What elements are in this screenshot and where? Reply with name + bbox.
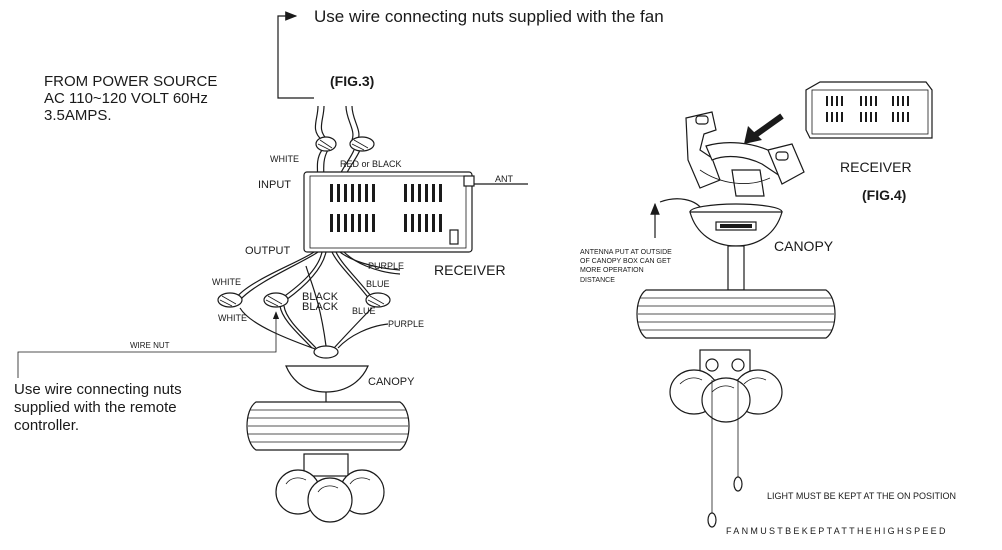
fig4-label-receiver: RECEIVER: [840, 159, 912, 175]
label-white-in: WHITE: [270, 154, 299, 164]
label-ant: ANT: [495, 174, 514, 184]
canopy-fig3: [285, 345, 369, 402]
vent-slots: [330, 184, 442, 232]
label-output: OUTPUT: [245, 245, 291, 257]
label-blue2: BLUE: [352, 306, 376, 316]
label-input: INPUT: [258, 179, 291, 191]
wire-nut-icon: [263, 292, 289, 308]
antenna-note-line3: MORE OPERATION: [580, 267, 644, 274]
label-black2: BLACK: [302, 301, 339, 313]
power-source-line2: AC 110~120 VOLT 60Hz: [44, 90, 208, 107]
fig4-title: (FIG.4): [862, 187, 906, 203]
light-kit-fig3: [275, 469, 385, 523]
label-blue1: BLUE: [366, 279, 390, 289]
fig3-title: (FIG.3): [330, 73, 374, 89]
label-canopy: CANOPY: [368, 376, 415, 388]
remote-note-line2: supplied with the remote: [14, 399, 177, 416]
receiver-unit-fig4: [805, 81, 933, 139]
power-source-line1: FROM POWER SOURCE: [44, 73, 217, 90]
label-wire-nut: WIRE NUT: [130, 341, 170, 350]
antenna-note-line1: ANTENNA PUT AT OUTSIDE: [580, 249, 672, 256]
label-white-out2: WHITE: [218, 313, 247, 323]
receiver-unit: [303, 171, 528, 253]
canopy-fig4: [689, 203, 783, 291]
remote-note-line3: controller.: [14, 417, 79, 434]
antenna-note-line4: DISTANCE: [580, 277, 615, 284]
wire-nut-icon: [315, 136, 337, 152]
label-white-out1: WHITE: [212, 277, 241, 287]
arrow-icon: [744, 113, 784, 144]
pull-chain-fan: [707, 380, 717, 528]
wire-nut-icon: [217, 292, 243, 308]
label-purple1: PURPLE: [368, 261, 404, 271]
label-black1: BLACK: [302, 291, 339, 303]
top-note-leader: [277, 11, 314, 99]
fan-note: FANMUSTBEKEPTATTHEHIGHSPEED: [726, 526, 948, 536]
fan-motor-fig3: [246, 401, 410, 477]
label-red-black: RED or BLACK: [340, 159, 402, 169]
pull-chain-light: [733, 380, 743, 492]
fig4-label-canopy: CANOPY: [774, 238, 834, 254]
mounting-bracket: [685, 111, 805, 197]
antenna-note-line2: OF CANOPY BOX CAN GET: [580, 258, 672, 265]
light-kit-fig4: [669, 369, 783, 423]
label-receiver: RECEIVER: [434, 262, 506, 278]
remote-note-line1: Use wire connecting nuts: [14, 381, 182, 398]
power-source-line3: 3.5AMPS.: [44, 107, 112, 124]
light-note: LIGHT MUST BE KEPT AT THE ON POSITION: [767, 491, 956, 501]
remote-note-leader: [17, 311, 280, 378]
label-purple2: PURPLE: [388, 319, 424, 329]
wire-nut-icon: [365, 292, 391, 308]
fan-motor-fig4: [636, 289, 836, 381]
top-note: Use wire connecting nuts supplied with t…: [314, 7, 664, 26]
wire-nut-icon: [349, 136, 375, 152]
output-wires: [235, 251, 401, 351]
supply-wires: [314, 105, 361, 186]
